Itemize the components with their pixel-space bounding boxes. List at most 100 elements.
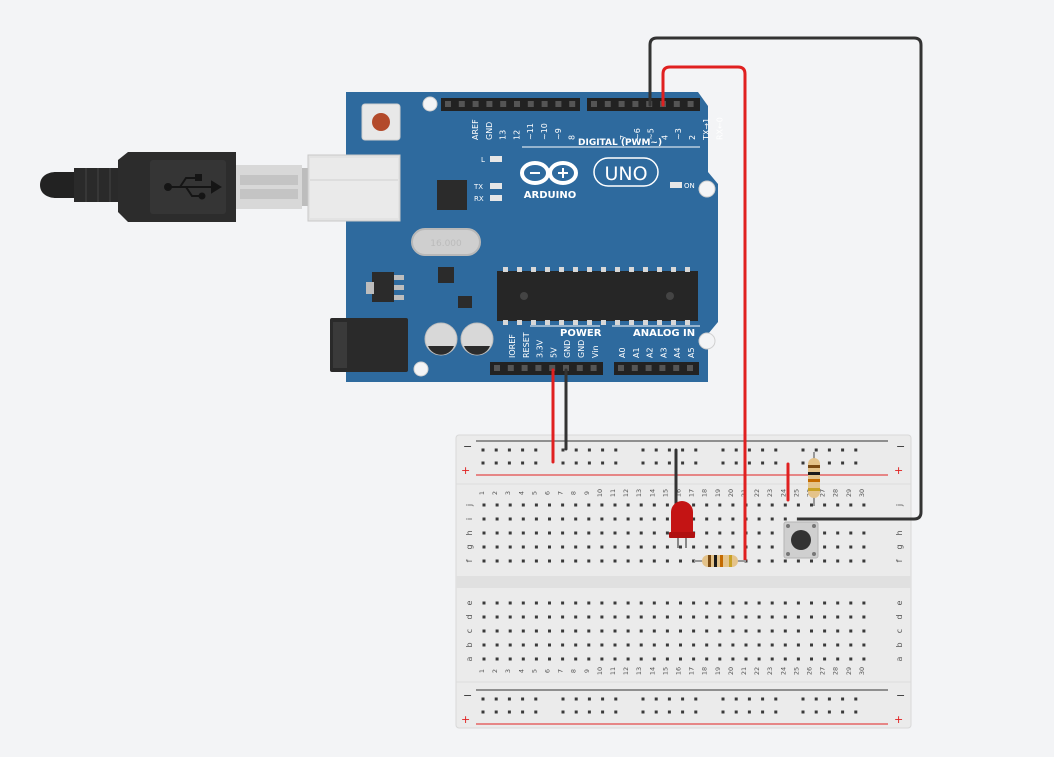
wires[interactable] [551,36,923,562]
breadboard-row-label-left-c: c [465,629,474,633]
rail-minus-top-right: − [896,440,905,453]
breadboard-column-label-top-24: 24 [779,489,787,497]
breadboard-row-label-right-j: j [895,504,904,507]
digital-pin-label-right-2: ~5 [647,128,656,140]
breadboard-column-label-bottom-11: 11 [609,667,617,675]
breadboard-row-label-right-d: d [895,614,904,619]
breadboard-row-label-left-d: d [465,614,474,619]
breadboard-row-label-right-g: g [895,544,904,549]
resistor-led-band-4 [729,555,732,567]
usb-icon [164,174,222,200]
digital-pin-label-right-5: 2 [688,135,697,140]
breadboard-column-label-bottom-27: 27 [819,667,827,675]
breadboard-row-label-left-i: i [465,518,474,520]
wire-pin2-to-resistor[interactable] [661,65,747,562]
breadboard-column-label-bottom-2: 2 [491,669,499,673]
digital-header-title: DIGITAL (PWM~) [578,138,662,148]
breadboard-column-label-bottom-3: 3 [504,669,512,673]
digital-pin-label-left-3: 12 [512,130,521,140]
breadboard-column-label-top-15: 15 [661,489,669,497]
wire-pin3-to-button[interactable] [648,36,923,521]
rail-minus-top-left: − [463,440,472,453]
breadboard-column-label-top-23: 23 [766,489,774,497]
breadboard-column-label-bottom-25: 25 [792,667,800,675]
breadboard-column-label-bottom-30: 30 [858,667,866,675]
pushbutton[interactable] [783,521,819,559]
breadboard-row-label-left-b: b [465,642,474,647]
arduino-model: UNO [604,163,647,185]
breadboard-column-label-bottom-13: 13 [635,667,643,675]
breadboard-row-label-left-e: e [465,600,474,605]
breadboard-column-label-top-16: 16 [675,489,683,497]
red-led[interactable] [669,501,695,548]
breadboard-column-label-bottom-15: 15 [661,667,669,675]
breadboard-row-label-left-f: f [465,559,474,562]
digital-pin-label-left-0: AREF [471,119,480,140]
resistor-button-band-3 [808,479,820,482]
breadboard-column-label-top-22: 22 [753,489,761,497]
breadboard-column-label-top-17: 17 [688,489,696,497]
power-pin-label-6: Vin [591,345,600,358]
breadboard-column-label-bottom-8: 8 [570,669,578,673]
breadboard-column-label-top-8: 8 [570,491,578,495]
breadboard-column-label-bottom-4: 4 [517,669,525,673]
led-on [670,182,682,188]
resistor-button[interactable] [808,452,820,506]
power-pin-label-2: 3.3V [536,339,545,358]
rail-minus-bottom-right: − [896,689,905,702]
resistor-led[interactable] [694,555,746,567]
analog-header-title: ANALOG IN [633,328,695,339]
breadboard-column-label-top-11: 11 [609,489,617,497]
breadboard[interactable]: − − + + − − + + 112233445566778899101011… [455,434,912,729]
analog-pin-label-0: A0 [618,347,627,358]
resistor-button-band-1 [808,465,820,468]
breadboard-column-label-top-14: 14 [648,489,656,497]
power-pin-label-4: GND [563,340,572,358]
resistor-led-band-3 [720,555,723,567]
breadboard-row-label-right-a: a [895,656,904,661]
breadboard-column-label-bottom-14: 14 [648,667,656,675]
breadboard-column-label-top-12: 12 [622,489,630,497]
power-pin-label-5: GND [577,340,586,358]
breadboard-row-label-left-a: a [465,656,474,661]
breadboard-column-label-top-5: 5 [530,491,538,495]
breadboard-column-label-top-4: 4 [517,491,525,495]
digital-pin-label-left-6: ~9 [554,128,563,140]
rail-plus-top-right: + [894,464,903,477]
digital-pin-label-right-0: 7 [619,135,628,140]
breadboard-row-label-left-g: g [465,544,474,549]
usb-cable[interactable] [40,152,308,222]
rail-minus-bottom-left: − [463,689,472,702]
breadboard-column-label-top-29: 29 [845,489,853,497]
digital-pin-label-right-7: RX←0 [716,117,725,140]
pushbutton-cap [791,530,811,550]
breadboard-row-label-right-h: h [895,530,904,535]
breadboard-column-label-top-9: 9 [583,491,591,495]
breadboard-column-label-bottom-16: 16 [675,667,683,675]
breadboard-column-label-bottom-12: 12 [622,667,630,675]
led-l-label: L [481,156,485,164]
led-rx [490,195,502,201]
breadboard-column-label-top-19: 19 [714,489,722,497]
breadboard-column-label-top-1: 1 [478,491,486,495]
digital-pin-label-left-1: GND [485,122,494,140]
breadboard-column-label-bottom-5: 5 [530,669,538,673]
analog-pin-label-4: A4 [673,347,682,358]
breadboard-column-label-top-10: 10 [596,489,604,497]
led-on-label: ON [684,182,695,190]
led-tx [490,183,502,189]
breadboard-column-label-top-28: 28 [832,489,840,497]
breadboard-column-label-bottom-23: 23 [766,667,774,675]
digital-pin-label-left-2: 13 [499,130,508,140]
crystal-label: 16.000 [430,239,462,249]
breadboard-column-label-top-3: 3 [504,491,512,495]
breadboard-column-label-top-7: 7 [557,491,565,495]
breadboard-column-label-bottom-22: 22 [753,667,761,675]
breadboard-column-label-bottom-10: 10 [596,667,604,675]
breadboard-column-label-bottom-7: 7 [557,669,565,673]
breadboard-column-label-top-20: 20 [727,489,735,497]
arduino-brand: ARDUINO [524,190,576,201]
breadboard-column-label-bottom-6: 6 [544,669,552,673]
